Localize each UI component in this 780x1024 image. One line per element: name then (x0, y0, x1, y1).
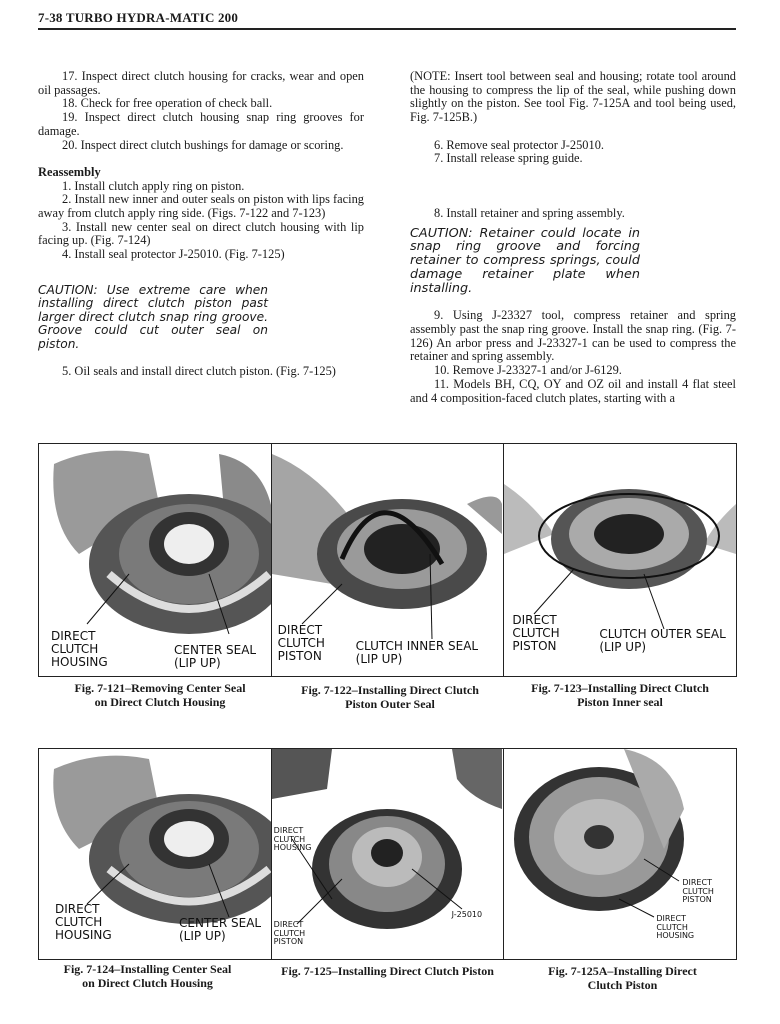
step-20: 20. Inspect direct clutch bushings for d… (62, 137, 344, 152)
figure-7-125: DIRECT CLUTCH HOUSING DIRECT CLUTCH PIST… (271, 749, 505, 959)
step-19: 19. Inspect direct clutch housing snap r… (38, 110, 364, 138)
label-direct-clutch-piston: DIRECT CLUTCH PISTON (277, 623, 325, 663)
label-direct-clutch-housing: DIRECT CLUTCH HOUSING (55, 902, 112, 942)
label-direct-clutch-housing: DIRECT CLUTCH HOUSING (273, 826, 312, 852)
label-j-25010: J-25010 (451, 910, 483, 919)
label-direct-clutch-piston: DIRECT CLUTCH PISTON (512, 613, 560, 653)
caption-7-125: Fig. 7-125–Installing Direct Clutch Pist… (281, 964, 494, 978)
page-header: 7-38 TURBO HYDRA-MATIC 200 (38, 10, 239, 25)
label-center-seal: CENTER SEAL (LIP UP) (179, 916, 262, 943)
reassembly-step-9: 9. Using J-23327 tool, compress retainer… (410, 308, 736, 364)
reassembly-step-4: 4. Install seal protector J-25010. (Fig.… (62, 247, 285, 262)
figure-7-121: DIRECT CLUTCH HOUSING CENTER SEAL (LIP U… (39, 444, 272, 676)
caution-note: CAUTION: Use extreme care when installin… (38, 282, 268, 351)
label-direct-clutch-housing: DIRECT CLUTCH HOUSING (51, 629, 108, 669)
clutch-housing-photo (39, 444, 271, 676)
reassembly-step-11: 11. Models BH, CQ, OY and OZ oil and ins… (410, 376, 736, 405)
piston-inner-seal-photo (504, 444, 737, 676)
figure-7-125a: DIRECT CLUTCH PISTON DIRECT CLUTCH HOUSI… (504, 749, 737, 959)
direct-clutch-piston-photo (504, 749, 737, 959)
reassembly-step-3: 3. Install new center seal on direct clu… (38, 219, 364, 248)
figure-row-1: DIRECT CLUTCH HOUSING CENTER SEAL (LIP U… (38, 443, 737, 677)
reassembly-step-2: 2. Install new inner and outer seals on … (38, 192, 364, 221)
step-17: 17. Inspect direct clutch housing for cr… (38, 69, 364, 97)
label-clutch-outer-seal: CLUTCH OUTER SEAL (LIP UP) (599, 627, 726, 654)
reassembly-step-6: 6. Remove seal protector J-25010. (434, 137, 604, 152)
label-clutch-inner-seal: CLUTCH INNER SEAL (LIP UP) (355, 639, 479, 666)
step-18: 18. Check for free operation of check ba… (62, 96, 273, 111)
left-column: 17. Inspect direct clutch housing for cr… (38, 69, 364, 379)
reassembly-step-5: 5. Oil seals and install direct clutch p… (62, 364, 336, 379)
direct-clutch-piston-photo (271, 749, 502, 959)
reassembly-step-10: 10. Remove J-23327-1 and/or J-6129. (434, 363, 622, 378)
right-column: (NOTE: Insert tool between seal and hous… (410, 69, 736, 405)
reassembly-step-7: 7. Install release spring guide. (434, 151, 583, 166)
reassembly-heading: Reassembly (38, 164, 101, 179)
label-center-seal: CENTER SEAL (LIP UP) (174, 643, 257, 670)
label-direct-clutch-housing: DIRECT CLUTCH HOUSING (656, 914, 695, 940)
label-direct-clutch-piston: DIRECT CLUTCH PISTON (273, 920, 306, 946)
reassembly-step-1: 1. Install clutch apply ring on piston. (62, 178, 245, 193)
figure-7-123: DIRECT CLUTCH PISTON CLUTCH OUTER SEAL (… (504, 444, 737, 676)
header-rule (38, 28, 736, 30)
reassembly-step-8: 8. Install retainer and spring assembly. (434, 205, 625, 220)
note-paragraph: (NOTE: Insert tool between seal and hous… (410, 69, 736, 125)
caution-note-2: CAUTION: Retainer could locate in snap r… (410, 225, 640, 296)
label-direct-clutch-piston: DIRECT CLUTCH PISTON (682, 878, 714, 904)
piston-outer-seal-photo (271, 444, 502, 676)
figure-7-122: DIRECT CLUTCH PISTON CLUTCH INNER SEAL (… (271, 444, 505, 676)
figure-row-2: DIRECT CLUTCH HOUSING CENTER SEAL (LIP U… (38, 748, 737, 960)
figure-7-124: DIRECT CLUTCH HOUSING CENTER SEAL (LIP U… (39, 749, 272, 959)
clutch-housing-photo (39, 749, 271, 959)
